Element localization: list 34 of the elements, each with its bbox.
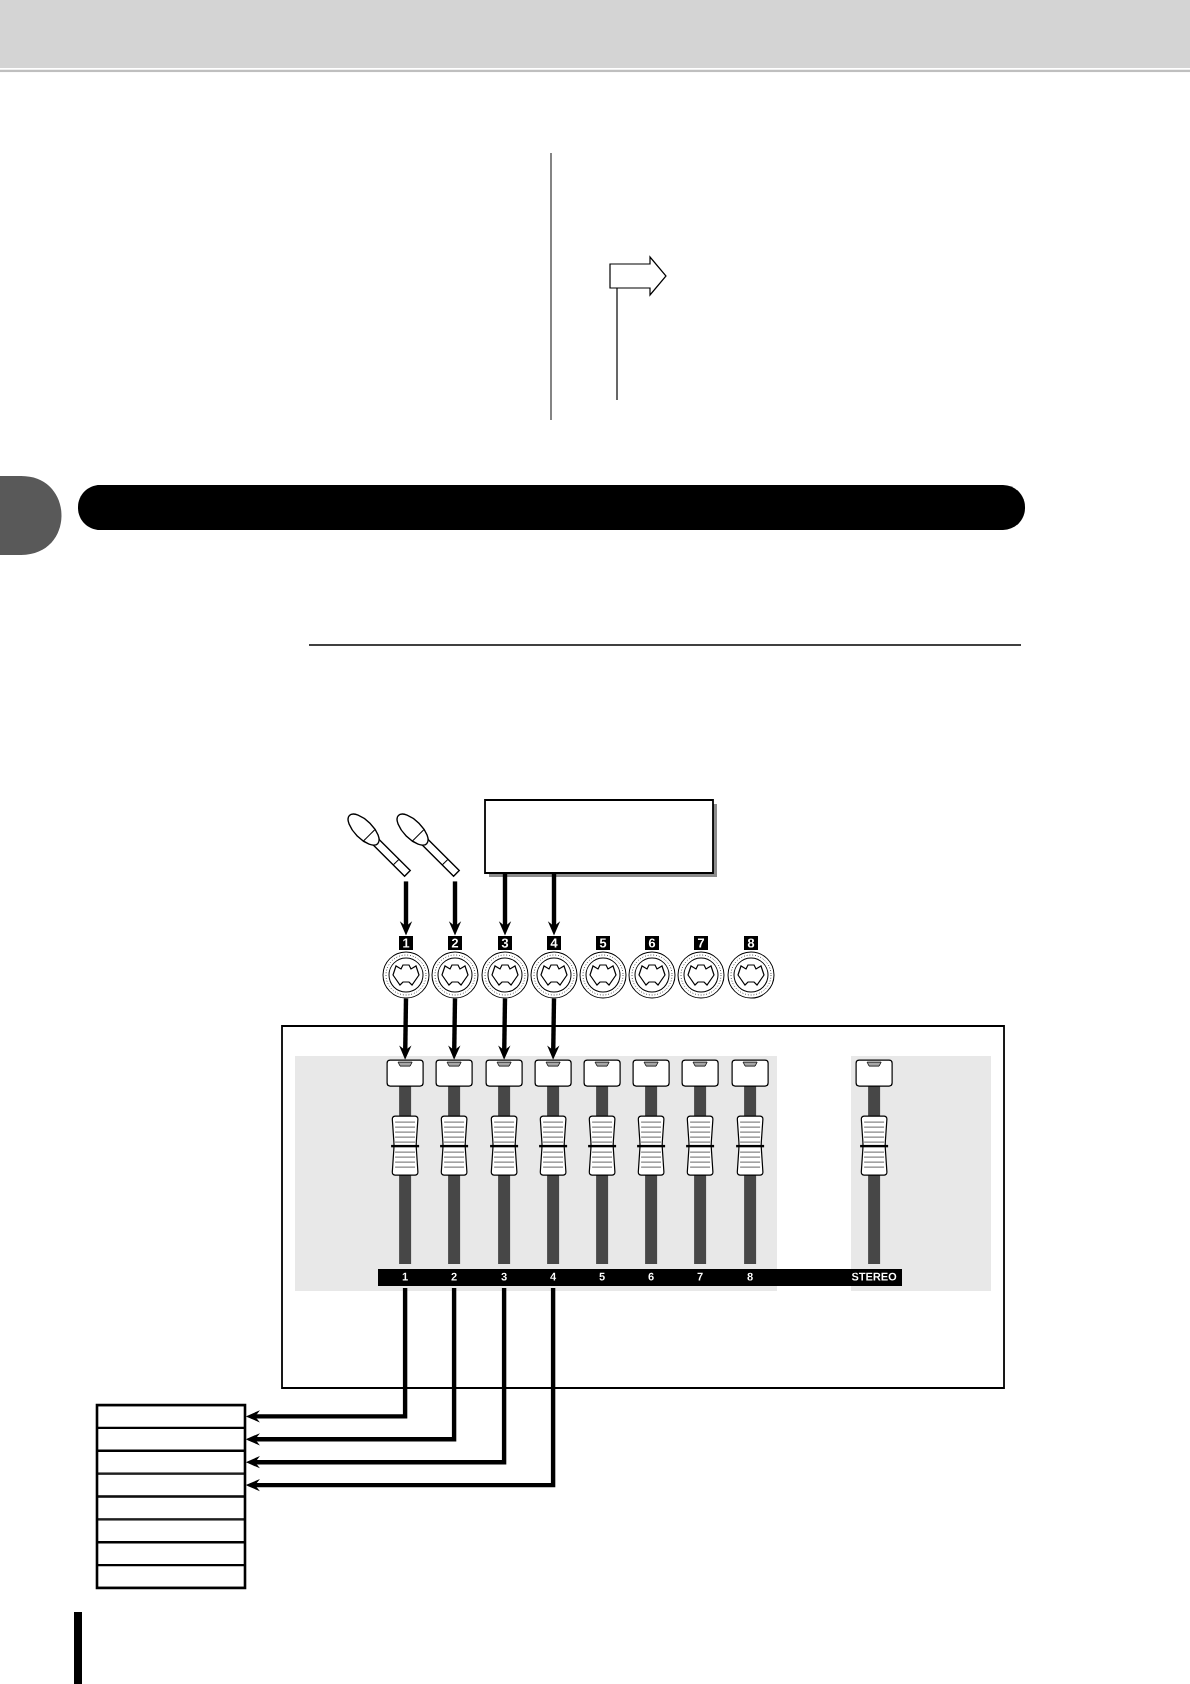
node-label: 1	[403, 938, 410, 948]
input-jack: 4	[530, 936, 578, 999]
track-cell	[96, 1473, 246, 1497]
channel-label: 3	[501, 1272, 507, 1281]
node-label: 7	[697, 938, 705, 948]
input-jack: 1	[382, 936, 430, 999]
input-jack: 2	[431, 936, 479, 999]
node-label: 8	[747, 938, 755, 948]
node-label: 4	[550, 938, 558, 948]
channel-label: 8	[747, 1272, 753, 1281]
track-cell	[96, 1427, 246, 1451]
node-label: 5	[599, 938, 607, 948]
channel-label: 1	[402, 1272, 408, 1281]
node-label: 3	[501, 938, 509, 948]
input-jack: 8	[727, 936, 775, 999]
channel-label: 6	[648, 1272, 654, 1281]
section-bar	[78, 485, 1025, 530]
source-box	[484, 799, 717, 877]
channel-label: 5	[599, 1272, 605, 1281]
track-cell	[96, 1496, 246, 1520]
input-jack: 3	[481, 936, 529, 999]
input-jack: 5	[579, 936, 627, 999]
channel-label: 2	[451, 1272, 457, 1281]
input-jack: 6	[628, 936, 676, 999]
channel-label: STEREO	[851, 1272, 897, 1281]
node-label: 2	[451, 938, 459, 948]
track-cell	[96, 1450, 246, 1474]
track-cell	[96, 1542, 246, 1566]
track-cell	[96, 1519, 246, 1543]
node-label: 6	[648, 938, 656, 948]
input-jack: 7	[677, 936, 725, 999]
side-tab	[0, 476, 62, 555]
channel-label: 4	[550, 1272, 557, 1281]
channel-label: 7	[697, 1272, 703, 1281]
